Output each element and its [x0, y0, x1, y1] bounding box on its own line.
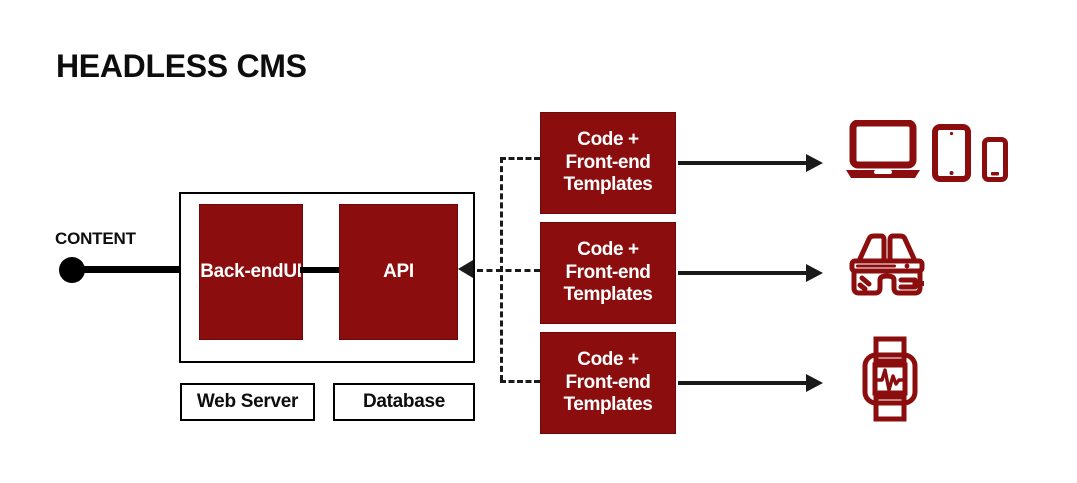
content-connector-line	[80, 266, 180, 273]
api-bus-branch-middle	[477, 269, 540, 272]
output-arrow-line-2	[678, 271, 810, 275]
core-connector-line	[300, 267, 342, 273]
phone-icon	[982, 137, 1008, 182]
page-title: HEADLESS CMS	[56, 48, 307, 84]
tpl-3-line2: Front-end	[565, 371, 651, 393]
output-device-group-desktop-mobile	[845, 120, 1008, 182]
tablet-icon	[932, 124, 971, 182]
tpl-3-line3: Templates	[563, 394, 653, 416]
tpl-1-line1: Code +	[577, 128, 639, 150]
backend-ui-box[interactable]: Back-end UI	[199, 204, 303, 340]
output-device-group-smartwatch	[855, 336, 925, 422]
tpl-2-line2: Front-end	[565, 261, 651, 283]
tpl-3-line1: Code +	[577, 348, 639, 370]
tpl-2-line3: Templates	[563, 284, 653, 306]
code-frontend-templates-box-2[interactable]: Code + Front-end Templates	[540, 222, 676, 324]
tpl-2-line1: Code +	[577, 238, 639, 260]
output-arrowhead-icon-2	[806, 264, 823, 282]
output-arrowhead-icon-1	[806, 154, 823, 172]
output-device-group-smart-glasses	[845, 228, 929, 302]
laptop-icon	[846, 120, 920, 178]
api-bus-branch-bottom	[500, 380, 540, 383]
smartwatch-icon	[862, 336, 918, 422]
web-server-box[interactable]: Web Server	[180, 383, 315, 421]
content-input-label: CONTENT	[55, 229, 136, 248]
database-label: Database	[362, 391, 446, 412]
output-arrow-line-3	[678, 381, 810, 385]
api-bus-arrowhead-icon	[458, 260, 473, 278]
api-label: API	[383, 260, 414, 282]
backend-ui-label-line1: Back-end	[200, 260, 284, 282]
web-server-label: Web Server	[196, 391, 299, 412]
code-frontend-templates-box-3[interactable]: Code + Front-end Templates	[540, 332, 676, 434]
smart-glasses-icon	[849, 233, 925, 296]
tpl-1-line3: Templates	[563, 174, 653, 196]
output-arrowhead-icon-3	[806, 374, 823, 392]
api-bus-branch-top	[500, 157, 540, 160]
database-box[interactable]: Database	[333, 383, 475, 421]
api-box[interactable]: API	[339, 204, 458, 340]
code-frontend-templates-box-1[interactable]: Code + Front-end Templates	[540, 112, 676, 214]
tpl-1-line2: Front-end	[565, 151, 651, 173]
output-arrow-line-1	[678, 161, 810, 165]
backend-ui-label-line2: UI	[283, 260, 302, 282]
